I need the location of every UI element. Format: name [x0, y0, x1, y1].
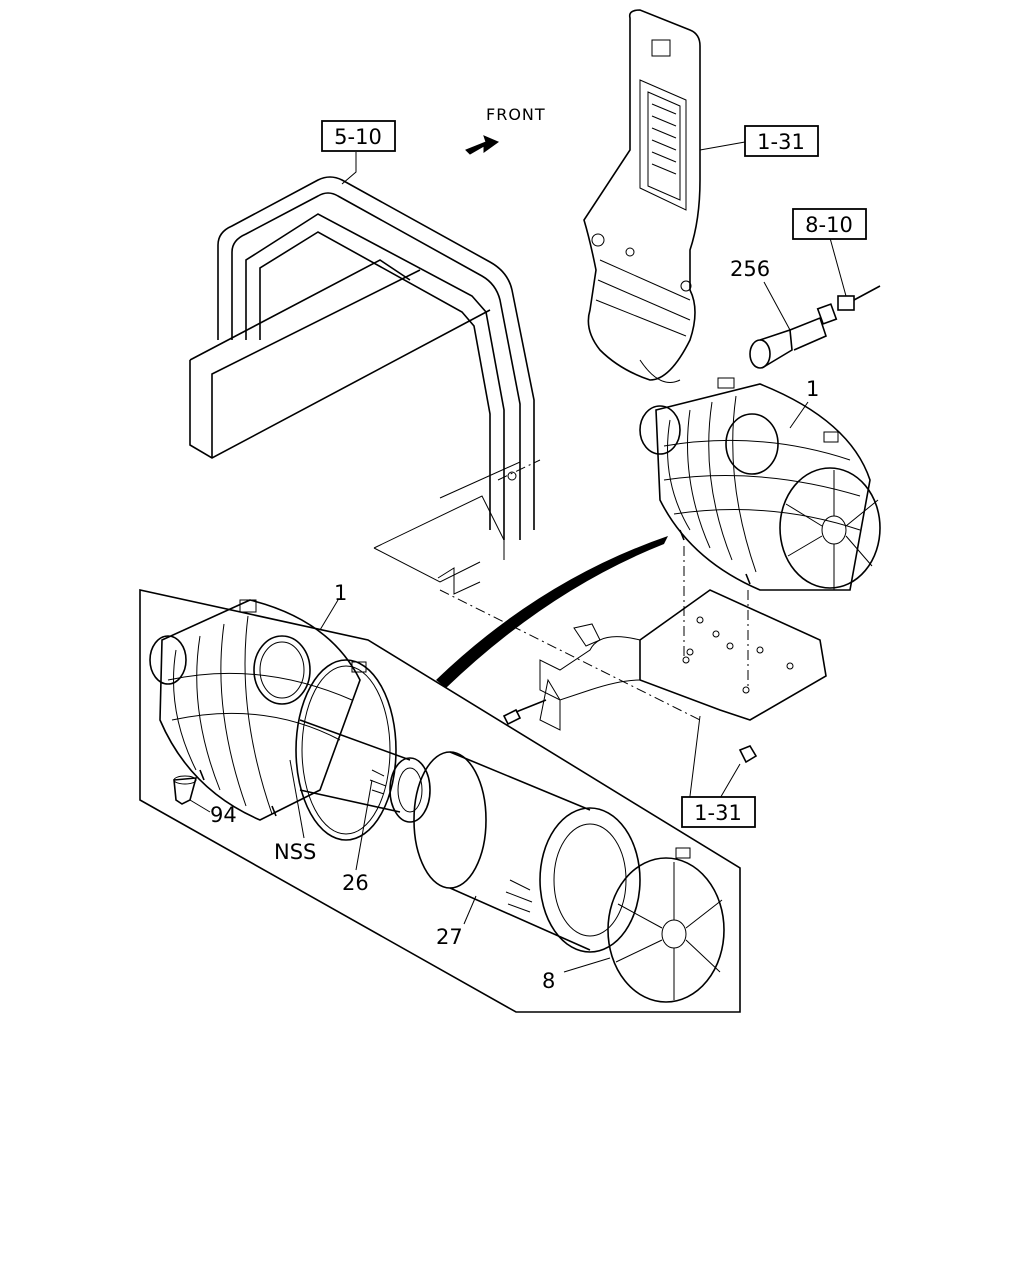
frame-structure [189, 176, 701, 721]
callout-26: 26 [342, 871, 369, 895]
pointer-arrow [436, 536, 668, 688]
intake-duct [583, 9, 701, 383]
safety-element [299, 719, 431, 823]
primary-element [413, 751, 641, 953]
callout-94: 94 [210, 803, 237, 827]
restriction-indicator [749, 285, 881, 369]
ref-box-1-31-top: 1-31 [744, 125, 819, 157]
ref-box-1-31-bottom: 1-31 [681, 796, 756, 828]
callout-1-upper: 1 [806, 377, 819, 401]
air-cleaner-assembled [639, 377, 881, 591]
callout-27: 27 [436, 925, 463, 949]
front-indicator: FRONT [465, 105, 546, 155]
svg-text:5-10: 5-10 [334, 125, 382, 149]
ref-box-8-10: 8-10 [792, 208, 867, 240]
seal-ring [295, 659, 397, 841]
front-label: FRONT [486, 105, 546, 124]
svg-text:1-31: 1-31 [757, 130, 805, 154]
end-cover [607, 847, 725, 1003]
mounting-bracket [502, 546, 827, 764]
callout-nss: NSS [274, 840, 316, 864]
ref-box-5-10: 5-10 [321, 120, 396, 152]
callout-8: 8 [542, 969, 555, 993]
exploded-view-frame [139, 589, 741, 1013]
svg-text:1-31: 1-31 [694, 801, 742, 825]
callout-1-lower: 1 [334, 581, 347, 605]
leader-lines [189, 141, 847, 973]
evacuator-valve [173, 775, 198, 805]
housing-body [149, 599, 367, 821]
callout-256: 256 [730, 257, 770, 281]
svg-text:8-10: 8-10 [805, 213, 853, 237]
front-arrow-icon [465, 135, 500, 155]
